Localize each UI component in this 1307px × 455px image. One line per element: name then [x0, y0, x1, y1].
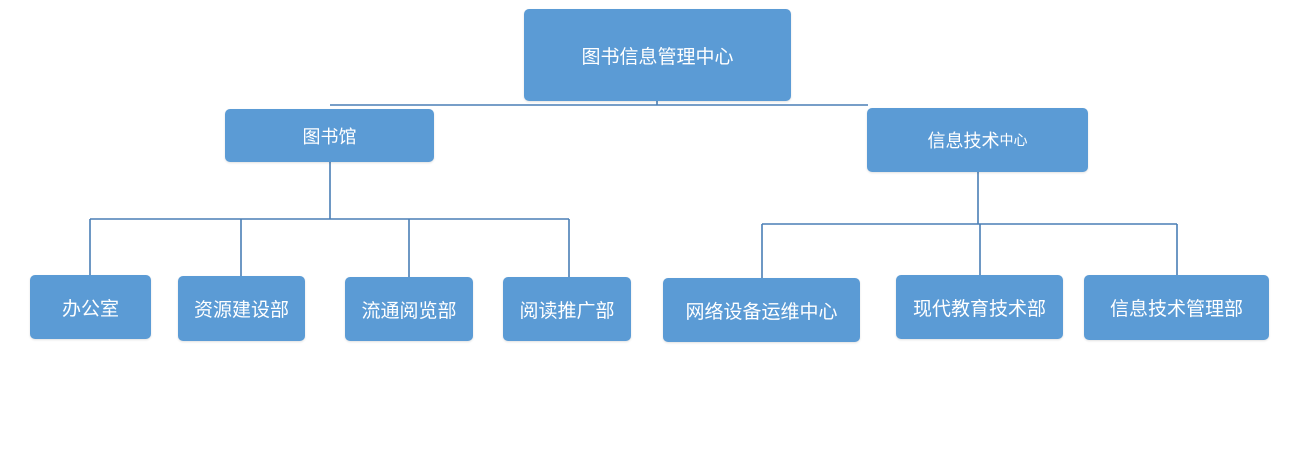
- node-root-label: 图书信息管理中心: [581, 45, 734, 68]
- node-modern-education-tech-label: 现代教育技术部: [912, 297, 1046, 320]
- node-office-label: 办公室: [61, 297, 119, 320]
- node-library: 图书馆: [225, 109, 434, 162]
- node-network-ops-label: 网络设备运维中心: [685, 300, 838, 323]
- node-info-tech-management: 信息技术管理部: [1084, 275, 1269, 340]
- node-circulation-reading: 流通阅览部: [345, 277, 473, 341]
- node-info-tech-center-label: 信息技术: [927, 131, 1000, 152]
- node-reading-promotion-label: 阅读推广部: [519, 299, 615, 322]
- node-office: 办公室: [30, 275, 151, 339]
- node-info-tech-center: 信息技术中心: [867, 108, 1088, 172]
- node-circulation-reading-label: 流通阅览部: [361, 299, 457, 322]
- node-reading-promotion: 阅读推广部: [503, 277, 631, 341]
- node-info-tech-center-label-small: 中心: [999, 133, 1028, 149]
- node-info-tech-management-label: 信息技术管理部: [1109, 298, 1243, 320]
- node-library-label: 图书馆: [302, 126, 357, 148]
- node-root: 图书信息管理中心: [524, 9, 791, 101]
- node-modern-education-tech: 现代教育技术部: [896, 275, 1063, 339]
- node-resource-building-label: 资源建设部: [193, 299, 289, 321]
- node-network-ops: 网络设备运维中心: [663, 278, 860, 342]
- node-resource-building: 资源建设部: [178, 276, 305, 341]
